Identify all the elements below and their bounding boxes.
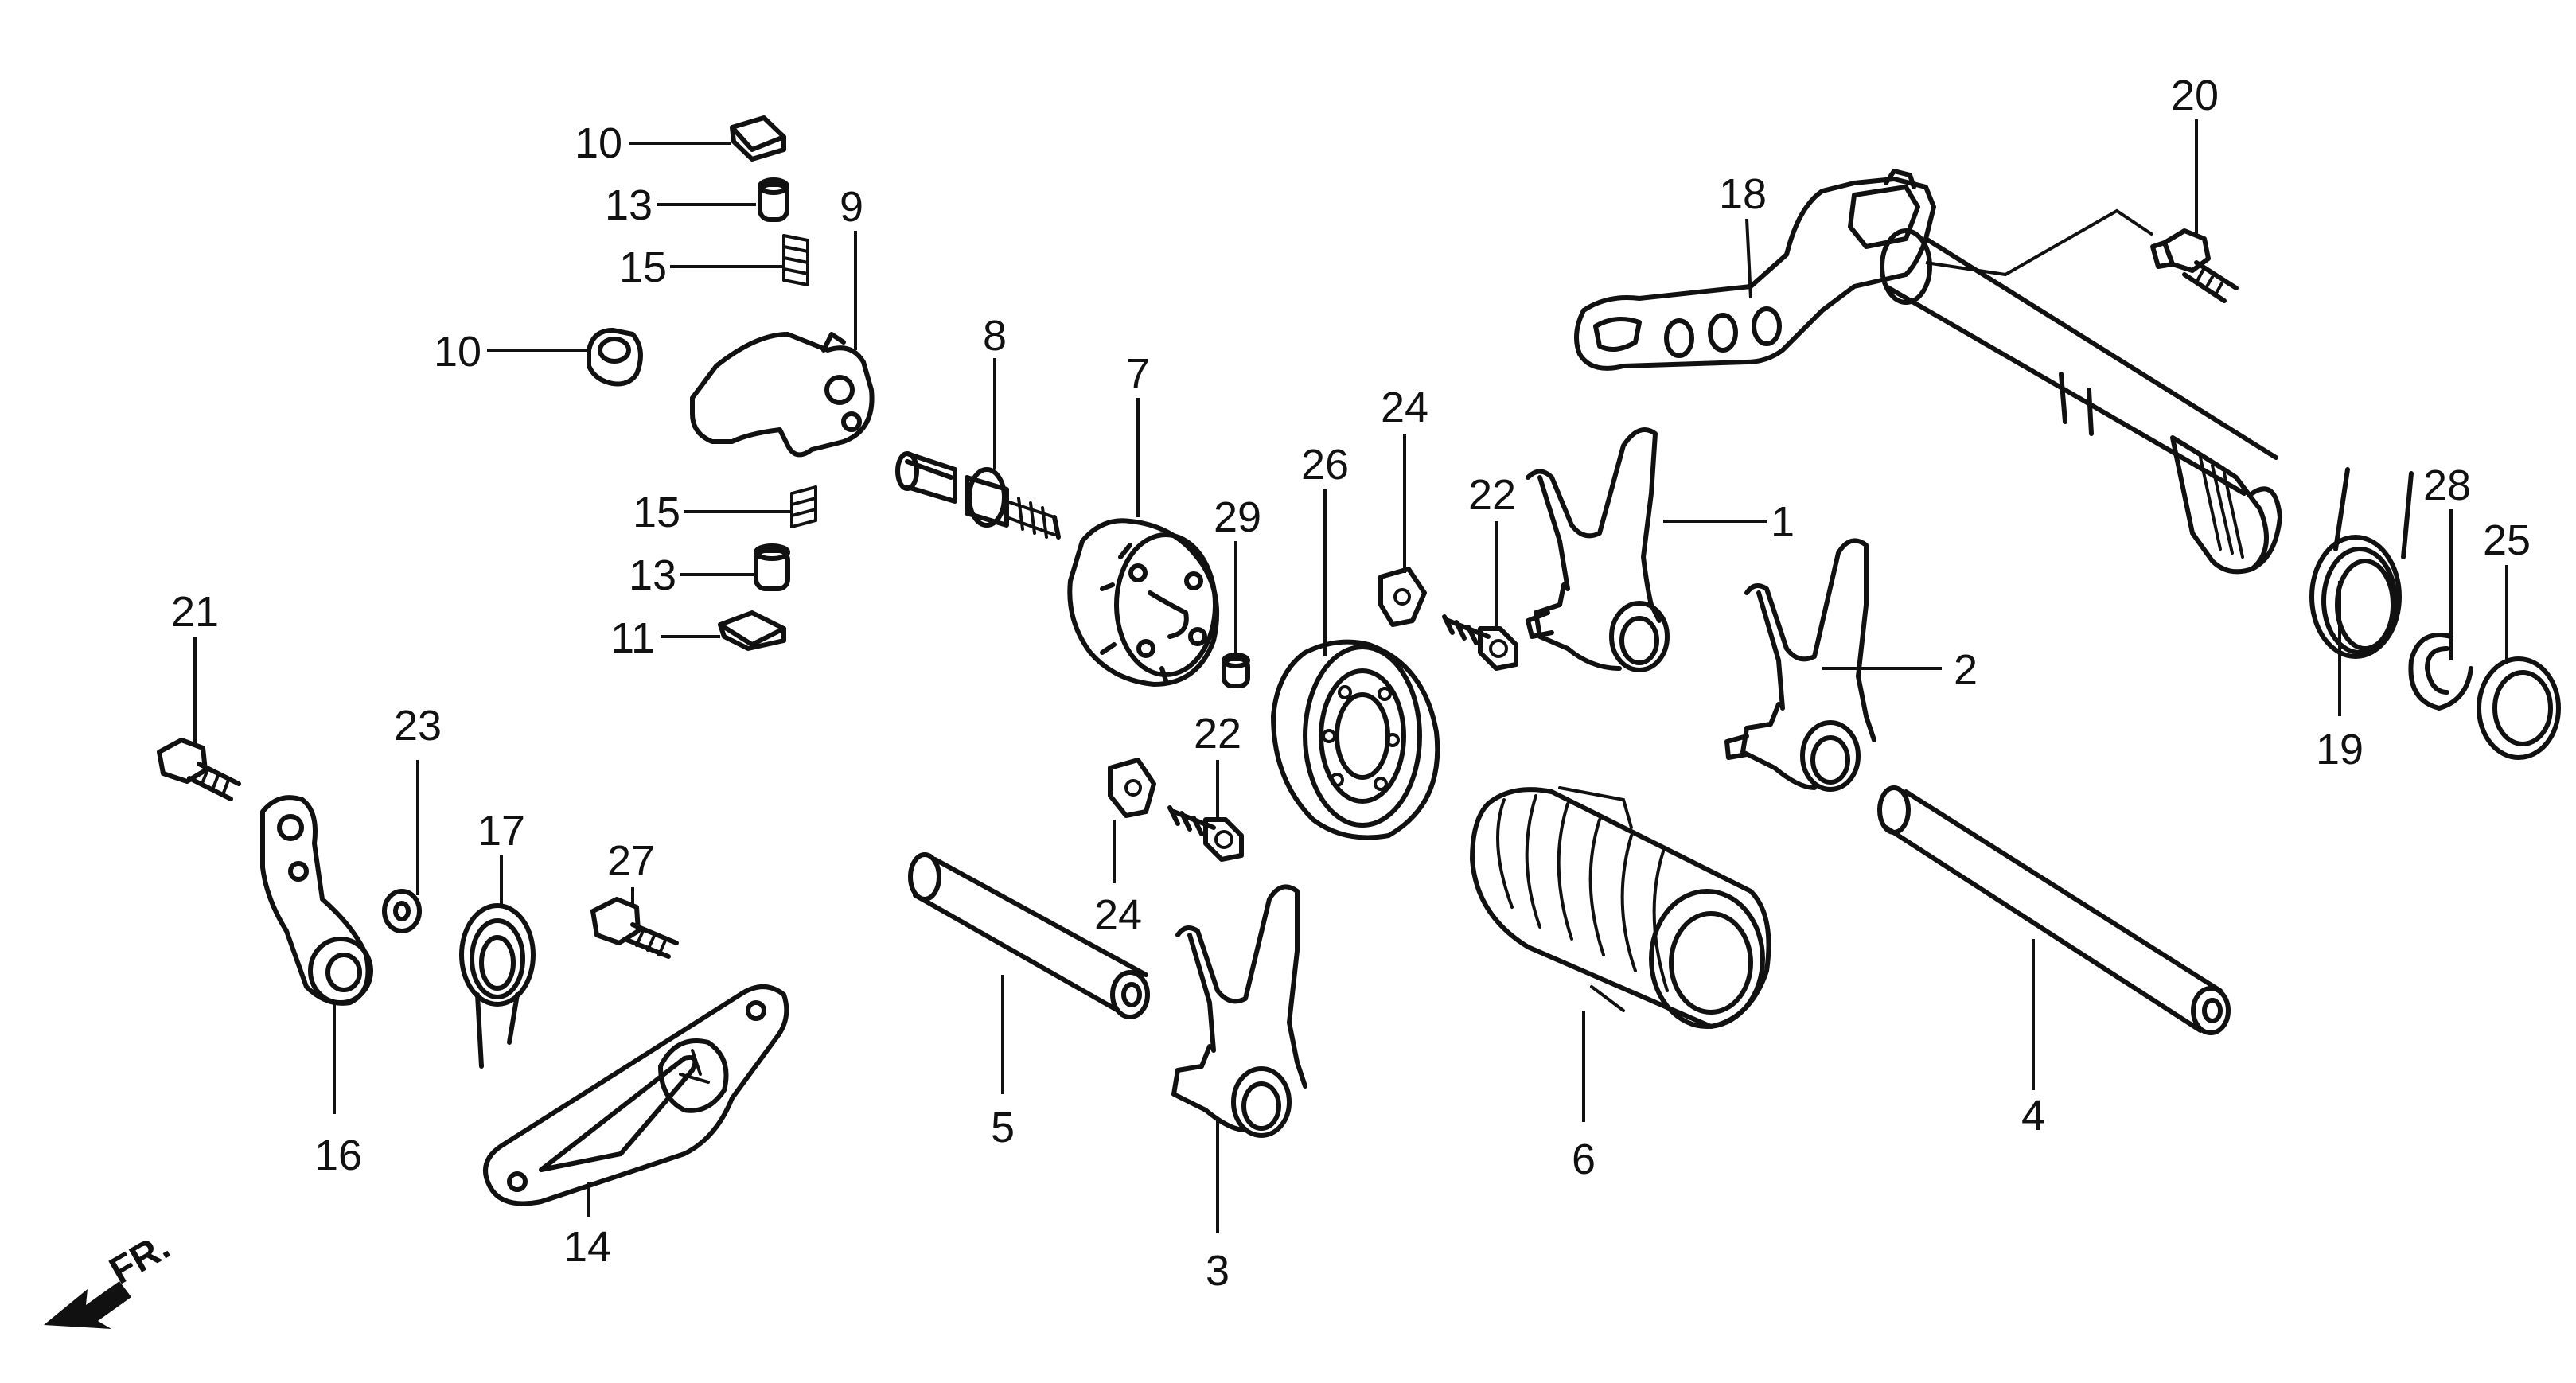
callout-1: 1 <box>1771 498 1795 546</box>
part-15-spring-bottom <box>790 485 817 528</box>
part-22-bolt-upper <box>1442 614 1518 671</box>
callout-16: 16 <box>314 1132 362 1179</box>
callout-labels: 10 13 15 9 10 15 13 11 8 7 29 26 24 22 1… <box>171 72 2531 1295</box>
callout-4: 4 <box>2021 1092 2045 1140</box>
callout-24-lower: 24 <box>1094 891 1142 939</box>
callout-22-upper: 22 <box>1468 471 1516 519</box>
part-20-bolt <box>2150 228 2239 303</box>
callout-3: 3 <box>1206 1247 1230 1295</box>
callout-9: 9 <box>840 183 863 231</box>
callout-20: 20 <box>2171 72 2219 119</box>
callout-18: 18 <box>1719 170 1767 218</box>
front-arrow-icon: FR. <box>44 1225 177 1329</box>
part-5-shaft <box>908 852 1150 1019</box>
callout-6: 6 <box>1572 1136 1596 1183</box>
callout-14: 14 <box>563 1223 611 1271</box>
part-18-shift-spindle <box>1574 169 2282 575</box>
callout-13-top: 13 <box>605 181 653 229</box>
part-8-bolt <box>895 451 1061 540</box>
part-17-spring <box>459 903 536 1069</box>
part-6-shift-drum <box>1470 786 1771 1029</box>
part-3-shift-fork <box>1171 884 1307 1138</box>
part-4-shaft <box>1877 785 2231 1035</box>
callout-24-upper: 24 <box>1381 384 1428 431</box>
part-11-cap-bottom <box>718 610 786 651</box>
part-22-bolt-lower <box>1167 805 1244 862</box>
part-15-spring-top <box>782 234 809 286</box>
callout-21: 21 <box>171 588 219 636</box>
part-26-bearing <box>1271 639 1440 840</box>
part-9-stopper-arm <box>690 332 875 458</box>
part-29-dowel-pin <box>1222 653 1250 688</box>
callout-2: 2 <box>1954 646 1978 694</box>
leader-20-spindle <box>1925 208 2154 277</box>
part-27-bolt <box>590 897 679 959</box>
callout-23: 23 <box>394 702 442 750</box>
part-24-plate-upper <box>1378 567 1427 627</box>
callout-19: 19 <box>2316 726 2364 773</box>
part-24-plate-lower <box>1108 758 1156 818</box>
callout-8: 8 <box>983 312 1007 360</box>
callout-15-bottom: 15 <box>633 489 680 536</box>
part-23-washer <box>382 889 422 933</box>
callout-11-top: 10 <box>575 119 622 167</box>
part-28-circlip <box>2408 633 2473 711</box>
callout-25: 25 <box>2483 516 2531 564</box>
part-7-drum-center <box>1067 518 1220 687</box>
front-direction-label: FR. <box>103 1225 177 1293</box>
callout-13-bottom: 13 <box>629 551 676 599</box>
part-13-pin-bottom <box>754 543 790 591</box>
part-21-bolt <box>157 738 241 801</box>
part-14-plate <box>483 984 789 1206</box>
part-10-collar <box>587 328 643 387</box>
callout-28: 28 <box>2423 462 2471 509</box>
leader-lines <box>193 119 2508 1233</box>
part-19-spring <box>2309 467 2414 659</box>
callout-27: 27 <box>607 837 655 885</box>
callout-26: 26 <box>1301 441 1349 489</box>
part-1-shift-fork <box>1526 427 1670 672</box>
part-25-washer <box>2477 656 2561 760</box>
callout-10: 10 <box>434 328 481 376</box>
part-2-shift-fork <box>1724 538 1876 792</box>
callout-7: 7 <box>1126 350 1150 398</box>
callout-5: 5 <box>991 1104 1015 1151</box>
callout-17: 17 <box>477 807 525 855</box>
part-13-pin-top <box>758 177 789 222</box>
callout-11-bottom: 11 <box>610 614 655 662</box>
part-16-shift-arm <box>260 795 373 1006</box>
callout-29: 29 <box>1214 493 1261 541</box>
callout-15-top: 15 <box>619 243 667 291</box>
callout-22-lower: 22 <box>1194 710 1241 758</box>
part-11-cap-top <box>730 115 786 162</box>
